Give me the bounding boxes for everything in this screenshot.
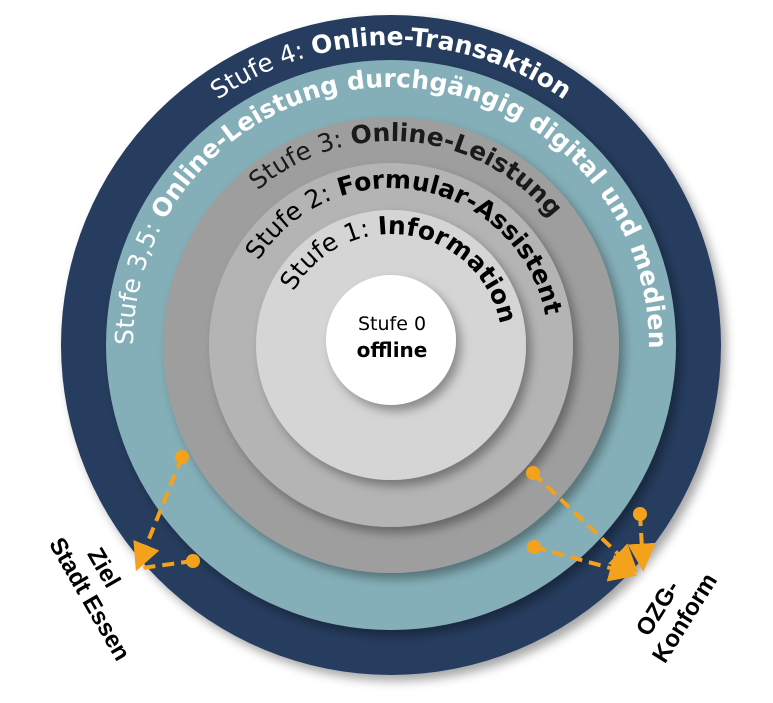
connector-ozg-dot-3: [633, 507, 647, 521]
connector-ziel-stadt-essen: [133, 456, 194, 572]
connector-ozg-dot-1: [526, 466, 540, 480]
connector-ziel-dot-top: [175, 450, 189, 464]
label-offline: offline: [357, 338, 428, 362]
label-ozg-konform: OZG- Konform: [631, 569, 723, 668]
ring-stufe-0: [326, 275, 456, 405]
connector-ziel-line-bottom: [141, 559, 194, 570]
connector-ziel-dot-bottom: [186, 554, 200, 568]
connector-ozg-line-3: [627, 513, 656, 572]
connector-ozg-line-2: [533, 545, 638, 582]
connector-ziel-line-top: [133, 456, 184, 572]
connector-ozg-line-1: [531, 471, 639, 573]
connector-ozg-dot-2: [527, 540, 541, 554]
label-stufe-0: Stufe 0: [358, 313, 426, 335]
connector-ozg-konform: [531, 471, 656, 582]
